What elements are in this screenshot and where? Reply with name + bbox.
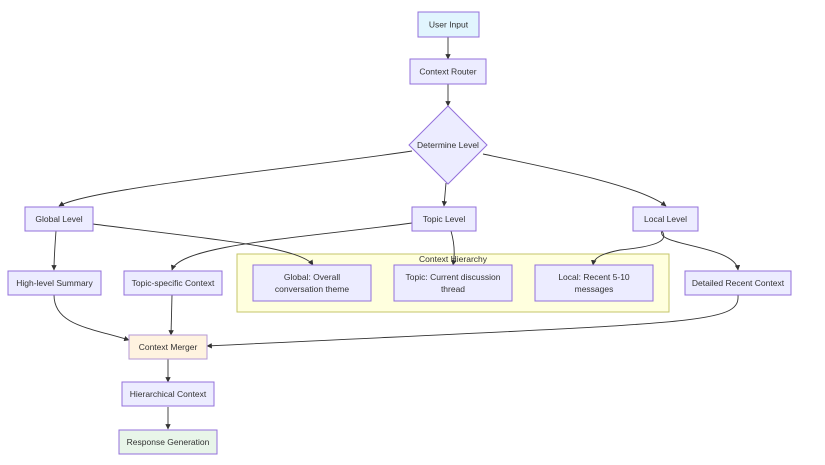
cluster-title: Context Hierarchy xyxy=(419,254,488,264)
topic-specific-context-node: Topic-specific Context xyxy=(123,270,223,296)
global-level-node: Global Level xyxy=(24,206,94,232)
edge-decision-to-local xyxy=(482,153,667,207)
user-input-node: User Input xyxy=(417,11,480,38)
topic-level-label: Topic Level xyxy=(423,214,466,224)
edge-summary-to-merger xyxy=(53,294,130,342)
high-level-summary-node: High-level Summary xyxy=(7,270,102,296)
user-input-label: User Input xyxy=(429,20,469,30)
cluster-local-line-2: messages xyxy=(575,284,614,294)
context-router-label: Context Router xyxy=(419,67,476,77)
context-merger-label: Context Merger xyxy=(139,342,198,352)
cluster-local-line-1: Local: Recent 5-10 xyxy=(558,272,630,282)
local-level-label: Local Level xyxy=(644,214,687,224)
topic-level-node: Topic Level xyxy=(411,206,477,232)
cluster-global-line-2: conversation theme xyxy=(275,284,349,294)
response-generation-label: Response Generation xyxy=(127,437,210,447)
detailed-recent-context-label: Detailed Recent Context xyxy=(692,278,785,288)
high-level-summary-label: High-level Summary xyxy=(16,278,93,288)
cluster-topic-node: Topic: Current discussion thread xyxy=(393,264,513,302)
edge-detailed-to-merger xyxy=(206,294,739,349)
detailed-recent-context-node: Detailed Recent Context xyxy=(684,270,792,296)
edges xyxy=(51,37,741,430)
local-level-node: Local Level xyxy=(632,206,699,232)
determine-level-decision: Determine Level xyxy=(408,105,488,185)
hierarchical-context-label: Hierarchical Context xyxy=(130,389,207,399)
edge-global-to-cluster-global xyxy=(92,223,314,266)
cluster-topic-line-2: thread xyxy=(441,284,465,294)
edge-topic-to-cluster-topic xyxy=(450,230,457,266)
context-merger-node: Context Merger xyxy=(128,334,208,360)
topic-specific-context-label: Topic-specific Context xyxy=(132,278,215,288)
cluster-global-line-1: Global: Overall xyxy=(284,272,340,282)
edge-topic-context-to-merger xyxy=(168,294,174,336)
edge-topic-to-topic-context xyxy=(170,222,413,271)
cluster-local-node: Local: Recent 5-10 messages xyxy=(534,264,654,302)
context-router-node: Context Router xyxy=(409,58,487,85)
edge-local-to-detailed xyxy=(661,230,741,271)
response-generation-node: Response Generation xyxy=(118,429,218,455)
global-level-label: Global Level xyxy=(35,214,82,224)
hierarchical-context-node: Hierarchical Context xyxy=(121,381,215,407)
edge-global-to-summary xyxy=(51,230,57,271)
cluster-topic-line-1: Topic: Current discussion xyxy=(406,272,501,282)
cluster-global-node: Global: Overall conversation theme xyxy=(252,264,372,302)
edge-decision-to-global xyxy=(58,150,413,207)
edge-decision-to-topic xyxy=(441,182,448,207)
edge-local-to-cluster-local xyxy=(591,230,665,266)
determine-level-label: Determine Level xyxy=(417,140,479,150)
